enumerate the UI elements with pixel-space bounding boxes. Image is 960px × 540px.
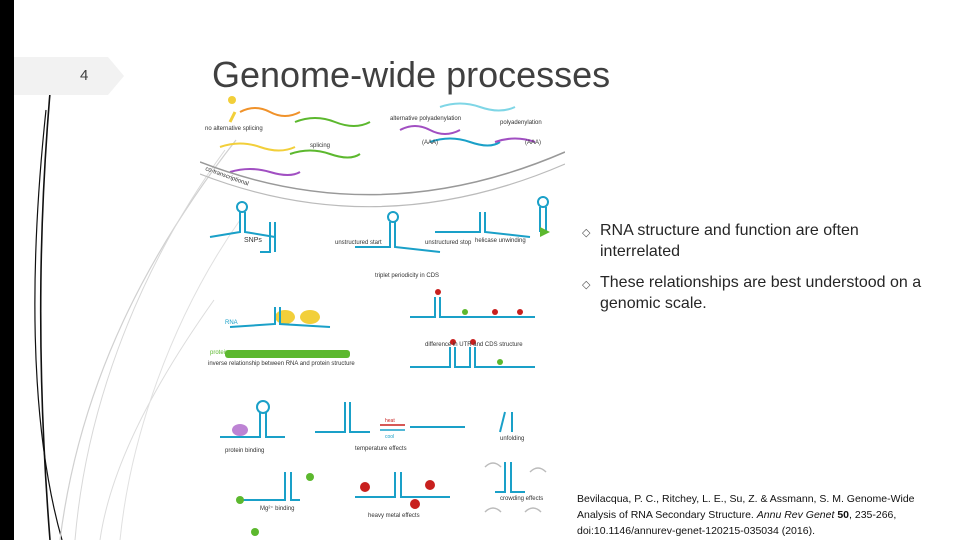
left-accent-bar xyxy=(0,0,14,540)
label-alt-polyadenylation: alternative polyadenylation xyxy=(390,116,461,122)
decorative-curves xyxy=(34,69,240,540)
transcript-lines-top xyxy=(200,96,565,208)
protein-binding-section xyxy=(220,400,285,438)
utr-markers xyxy=(435,289,523,345)
bullet-item: ◇ RNA structure and function are often i… xyxy=(582,220,942,262)
mg-binding-section xyxy=(236,472,314,536)
label-aaa-2: (AAA) xyxy=(525,140,541,146)
label-heat: heat xyxy=(385,418,395,424)
citation: Bevilacqua, P. C., Ritchey, L. E., Su, Z… xyxy=(577,491,952,539)
bullet-list: ◇ RNA structure and function are often i… xyxy=(582,220,942,324)
heavy-metal-section xyxy=(355,472,450,509)
label-difference-utr: difference in UTR and CDS structure xyxy=(425,342,523,348)
label-unstructured-stop: unstructured stop xyxy=(425,240,472,246)
utr-cds-structures xyxy=(410,297,535,368)
genome-wide-processes-figure: no alternative splicing splicing alterna… xyxy=(200,96,565,536)
citation-pages: , 235-266, doi:10.1146/annurev-genet-120… xyxy=(577,509,897,537)
diamond-bullet-icon: ◇ xyxy=(582,227,591,239)
diamond-bullet-icon: ◇ xyxy=(582,279,591,291)
label-protein-binding: protein binding xyxy=(225,448,264,454)
label-unstructured-start: unstructured start xyxy=(335,240,382,246)
label-aaa-1: (AAA) xyxy=(422,140,438,146)
label-mg-binding: Mg²⁺ binding xyxy=(260,505,295,512)
label-helicase-unwinding: helicase unwinding xyxy=(475,238,526,244)
temperature-section xyxy=(315,402,513,433)
slide-number-tab xyxy=(14,57,124,95)
label-rna: RNA xyxy=(225,320,238,326)
label-crowding-effects: crowding effects xyxy=(500,496,543,502)
citation-journal: Annu Rev Genet xyxy=(756,509,835,521)
citation-volume: 50 xyxy=(837,509,850,521)
label-triplet-periodicity: triplet periodicity in CDS xyxy=(375,273,439,279)
label-inverse-relationship: inverse relationship between RNA and pro… xyxy=(208,361,355,367)
label-heavy-metal: heavy metal effects xyxy=(368,513,420,519)
slide-title: Genome-wide processes xyxy=(212,54,611,95)
crowding-section xyxy=(484,462,547,513)
slide-number: 4 xyxy=(80,67,89,84)
rna-protein-section xyxy=(225,307,350,358)
label-temperature-effects: temperature effects xyxy=(355,446,407,452)
bullet-text: These relationships are best understood … xyxy=(600,274,922,312)
label-cool: cool xyxy=(385,434,394,440)
label-protein: protein xyxy=(210,350,228,356)
bullet-text: RNA structure and function are often int… xyxy=(600,222,859,260)
label-polyadenylation: polyadenylation xyxy=(500,120,542,126)
label-splicing: splicing xyxy=(310,143,330,149)
citation-authors: Bevilacqua, P. C., Ritchey, L. E., Su, Z… xyxy=(577,493,915,521)
label-unfolding: unfolding xyxy=(500,436,524,442)
label-snps: SNPs xyxy=(244,237,262,244)
bullet-item: ◇ These relationships are best understoo… xyxy=(582,272,942,314)
label-no-alt-splicing: no alternative splicing xyxy=(205,126,263,132)
